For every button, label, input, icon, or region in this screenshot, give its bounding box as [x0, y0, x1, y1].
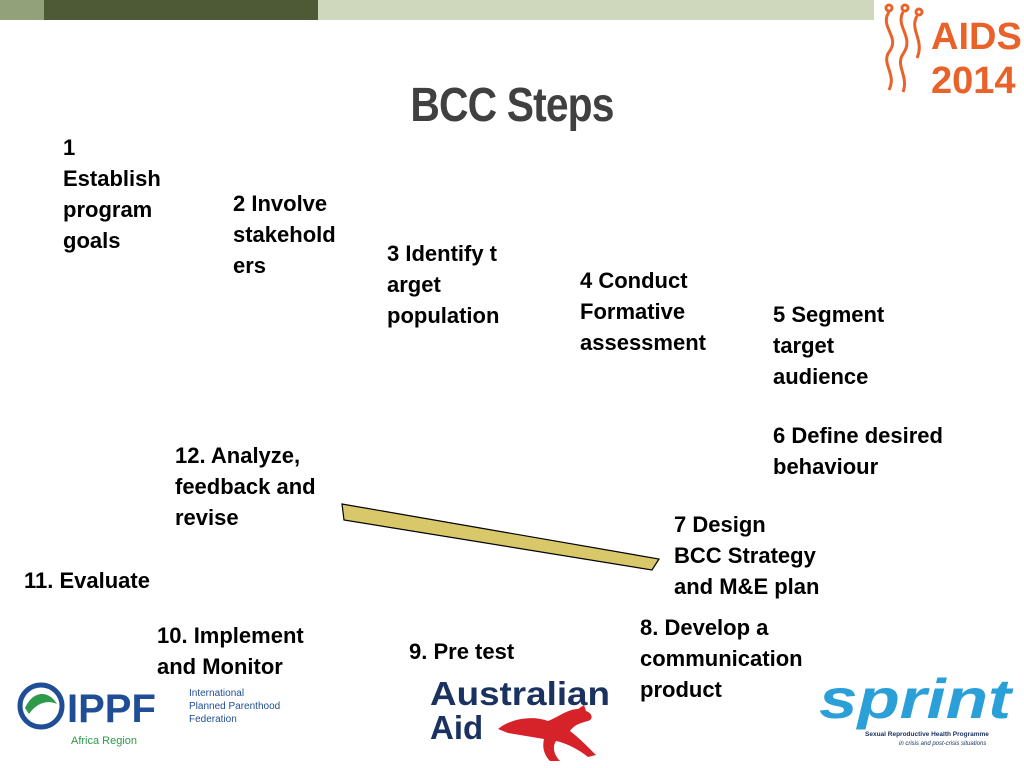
sprint-subtitle-1: Sexual Reproductive Health Programme: [865, 731, 989, 738]
top-bar-segment-3: [318, 0, 874, 20]
step-12: 12. Analyze, feedback and revise: [175, 443, 316, 530]
sprint-logo: sprint Sexual Reproductive Health Progra…: [819, 672, 1014, 747]
step-8: 8. Develop a communication product: [640, 615, 803, 702]
aids-logo-year: 2014: [931, 60, 1016, 102]
aids-2014-logo: AIDS 2014: [875, 2, 1024, 102]
step-6: 6 Define desired behaviour: [773, 423, 943, 479]
ribbon-figures-icon: [884, 3, 924, 93]
ippf-logo: IPPF International Planned Parenthood Fe…: [17, 682, 280, 747]
top-bar-segment-2: [44, 0, 318, 20]
ippf-subtitle-3: Federation: [189, 714, 237, 725]
ippf-subtitle-1: International: [189, 688, 244, 699]
australian-aid-word-2: Aid: [430, 709, 483, 746]
step-9: 9. Pre test: [409, 639, 515, 664]
step-4: 4 Conduct Formative assessment: [580, 268, 706, 355]
step-3: 3 Identify t arget population: [387, 241, 500, 328]
step-7: 7 Design BCC Strategy and M&E plan: [674, 512, 820, 599]
step-11: 11. Evaluate: [24, 568, 150, 593]
globe-icon: [17, 682, 65, 730]
ippf-wordmark: IPPF: [67, 687, 156, 731]
sprint-subtitle-2: in crisis and post-crisis situations: [899, 741, 986, 747]
slide-title: BCC Steps: [410, 79, 614, 132]
top-bar-segment-1: [0, 0, 44, 20]
arrow-shape: [341, 503, 660, 571]
australian-aid-logo: Australian Aid: [430, 675, 610, 761]
ippf-region: Africa Region: [71, 735, 137, 747]
step-5: 5 Segment target audience: [773, 302, 885, 389]
step-10: 10. Implement and Monitor: [157, 623, 304, 679]
ippf-subtitle-2: Planned Parenthood: [189, 701, 280, 712]
aids-logo-word: AIDS: [931, 16, 1022, 58]
australian-aid-word-1: Australian: [430, 675, 610, 712]
step-2: 2 Involve stakehold ers: [233, 191, 336, 278]
step-1: 1 Establish program goals: [63, 135, 161, 253]
sprint-wordmark: sprint: [819, 672, 1014, 730]
kangaroo-icon: [498, 705, 596, 761]
